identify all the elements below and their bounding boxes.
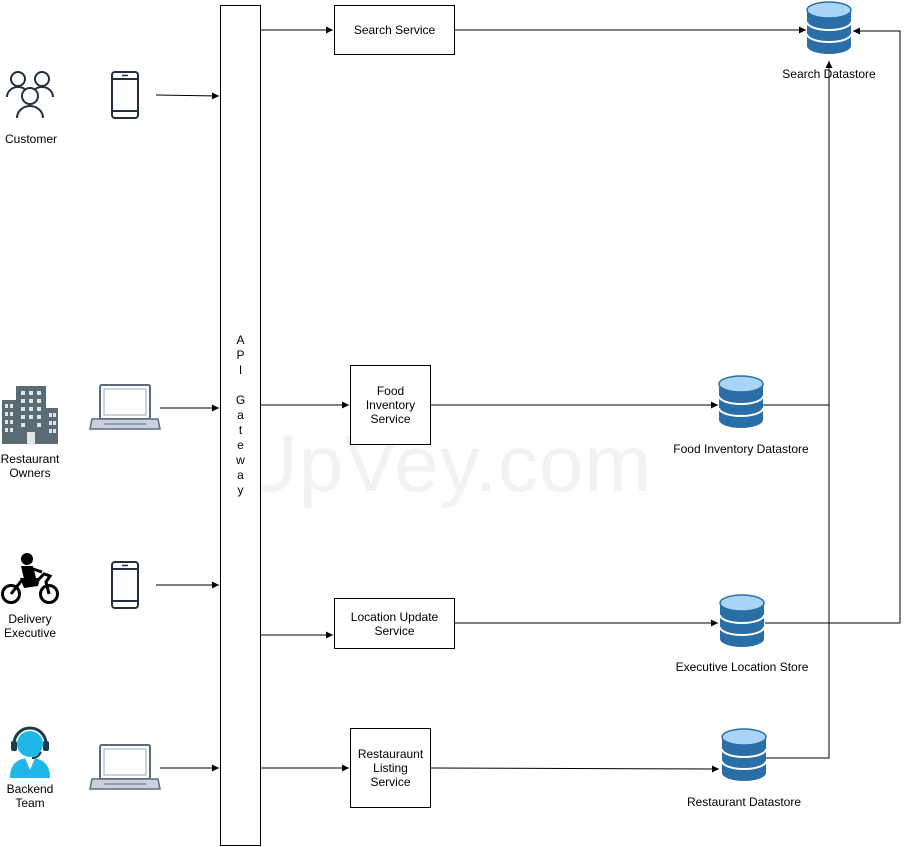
location-datastore-icon	[719, 594, 765, 648]
actor-label-restaurant-owners: Restaurant Owners	[0, 452, 60, 480]
food-inventory-datastore-label: Food Inventory Datastore	[673, 442, 809, 456]
motorbike-rider-icon	[1, 553, 59, 604]
actor-label-backend-team: Backend Team	[6, 782, 54, 810]
edge-customer-gateway	[155, 92, 220, 100]
actor-label-customer: Customer	[4, 132, 57, 146]
food-inventory-service-box[interactable]: Food Inventory Service	[350, 365, 431, 445]
watermark: UpVey.com	[240, 419, 653, 508]
executive-location-store-label: Executive Location Store	[675, 660, 809, 674]
search-datastore-icon	[806, 1, 852, 55]
api-gateway[interactable]: A P I G a t e w a y	[220, 5, 261, 846]
edge-listing-datastore	[430, 765, 720, 773]
edge-food-to-search	[763, 61, 833, 406]
laptop-icon	[89, 744, 161, 790]
search-service-box[interactable]: Search Service	[334, 5, 455, 55]
food-datastore-icon	[718, 375, 764, 429]
edge-location-to-search	[765, 27, 901, 624]
laptop-icon	[89, 384, 161, 430]
actor-label-delivery-executive: Delivery Executive	[3, 612, 57, 640]
building-icon	[2, 386, 58, 444]
mobile-phone-icon	[111, 561, 139, 609]
location-update-service-box[interactable]: Location Update Service	[334, 598, 455, 649]
mobile-phone-icon	[111, 71, 139, 119]
restaurant-datastore-icon	[721, 728, 767, 782]
restaurant-datastore-label: Restaurant Datastore	[686, 795, 802, 809]
restaurant-listing-service-box[interactable]: Restauraunt Listing Service	[350, 728, 431, 808]
support-agent-icon	[10, 726, 50, 778]
search-datastore-label: Search Datastore	[782, 67, 876, 81]
api-gateway-label: A P I G a t e w a y	[235, 333, 246, 497]
edge-restaurant-to-search	[766, 405, 830, 759]
users-icon	[6, 71, 54, 119]
